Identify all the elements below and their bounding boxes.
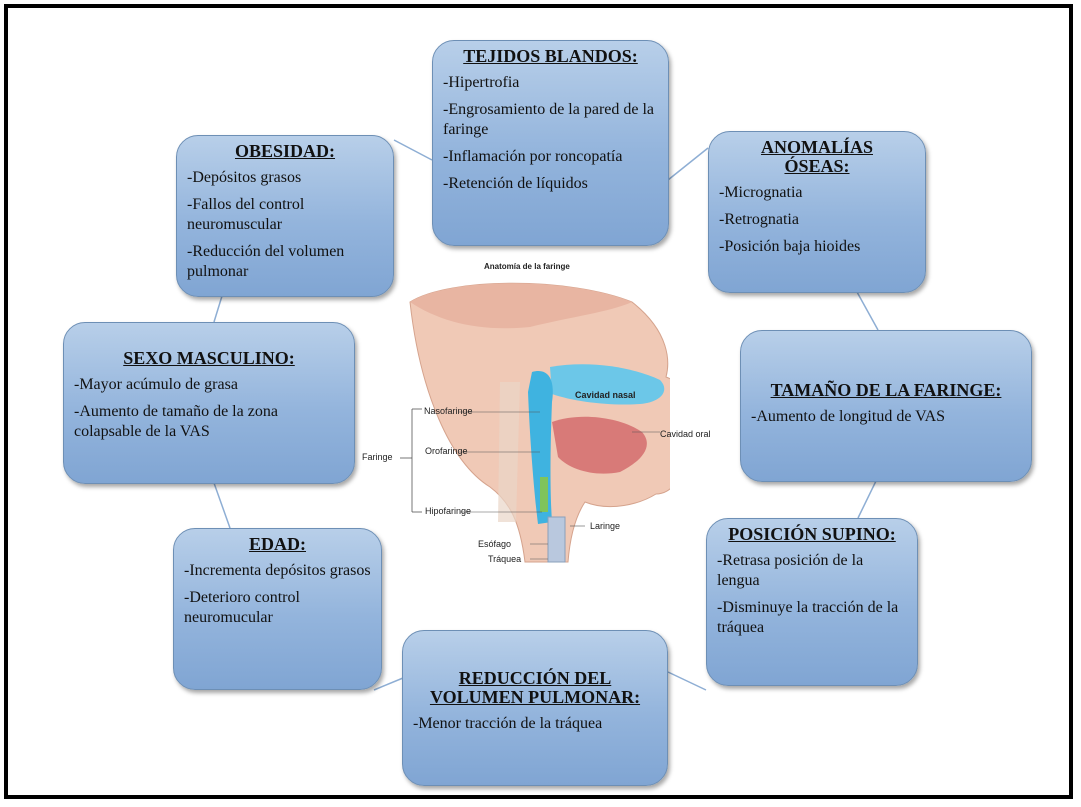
box-obesidad: OBESIDAD: -Depósitos grasos -Fallos del … [176,135,394,297]
box-supino-item: -Retrasa posición de la lengua [717,551,907,591]
box-edad-item: -Deterioro control neuromucular [184,588,371,628]
box-tejidos-blandos: TEJIDOS BLANDOS: -Hipertrofia -Engrosami… [432,40,669,246]
box-anomalias-title: ANOMALÍAS ÓSEAS: [719,138,915,176]
connector-sexo-edad [214,483,230,528]
box-anomalias-item: -Micrognatia [719,183,915,203]
box-edad-title: EDAD: [184,535,371,554]
box-sexo-masculino: SEXO MASCULINO: -Mayor acúmulo de grasa … [63,322,355,484]
label-cavidad-nasal: Cavidad nasal [575,390,636,400]
box-anomalias-item: -Posición baja hioides [719,237,915,257]
label-nasofaringe: Nasofaringe [424,406,473,416]
box-tamano-faringe: TAMAÑO DE LA FARINGE: -Aumento de longit… [740,330,1032,482]
box-obesidad-item: -Depósitos grasos [187,168,383,188]
box-anomalias-oseas: ANOMALÍAS ÓSEAS: -Micrognatia -Retrognat… [708,131,926,293]
label-hipofaringe: Hipofaringe [425,506,471,516]
box-sexo-item: -Aumento de tamaño de la zona colapsable… [74,402,344,442]
box-sexo-item: -Mayor acúmulo de grasa [74,375,344,395]
connector-anomalias-tamano [857,292,878,330]
box-tejidos-item: -Retención de líquidos [443,174,658,194]
box-tejidos-item: -Engrosamiento de la pared de la faringe [443,100,658,140]
label-laringe: Laringe [590,521,620,531]
box-posicion-supino: POSICIÓN SUPINO: -Retrasa posición de la… [706,518,918,686]
connector-tejidos-obesidad [394,140,432,160]
box-reduccion-volumen: REDUCCIÓN DEL VOLUMEN PULMONAR: -Menor t… [402,630,668,786]
connector-obesidad-sexo [214,296,222,322]
label-traquea: Tráquea [488,554,521,564]
box-edad-item: -Incrementa depósitos grasos [184,561,371,581]
box-tejidos-item: -Inflamación por roncopatía [443,147,658,167]
anatomy-image-title: Anatomía de la faringe [484,262,570,271]
box-tamano-item: -Aumento de longitud de VAS [751,407,1021,427]
box-tejidos-title: TEJIDOS BLANDOS: [443,47,658,66]
box-obesidad-title: OBESIDAD: [187,142,383,161]
connector-supino-reduccion [668,672,706,690]
box-sexo-title: SEXO MASCULINO: [74,349,344,368]
label-orofaringe: Orofaringe [425,446,468,456]
label-faringe: Faringe [362,452,393,462]
box-tamano-title: TAMAÑO DE LA FARINGE: [751,381,1021,400]
box-obesidad-item: -Reducción del volumen pulmonar [187,242,383,282]
pharynx-anatomy-illustration [370,272,670,572]
box-anomalias-item: -Retrognatia [719,210,915,230]
box-tejidos-item: -Hipertrofia [443,73,658,93]
box-edad: EDAD: -Incrementa depósitos grasos -Dete… [173,528,382,690]
connector-tejidos-anomalias [668,148,708,180]
box-reduccion-item: -Menor tracción de la tráquea [413,714,657,734]
label-cavidad-oral: Cavidad oral [660,429,711,439]
connector-tamano-supino [858,481,876,518]
label-esofago: Esófago [478,539,511,549]
box-supino-title: POSICIÓN SUPINO: [717,525,907,544]
box-supino-item: -Disminuye la tracción de la tráquea [717,598,907,638]
box-reduccion-title: REDUCCIÓN DEL VOLUMEN PULMONAR: [413,669,657,707]
box-obesidad-item: -Fallos del control neuromuscular [187,195,383,235]
